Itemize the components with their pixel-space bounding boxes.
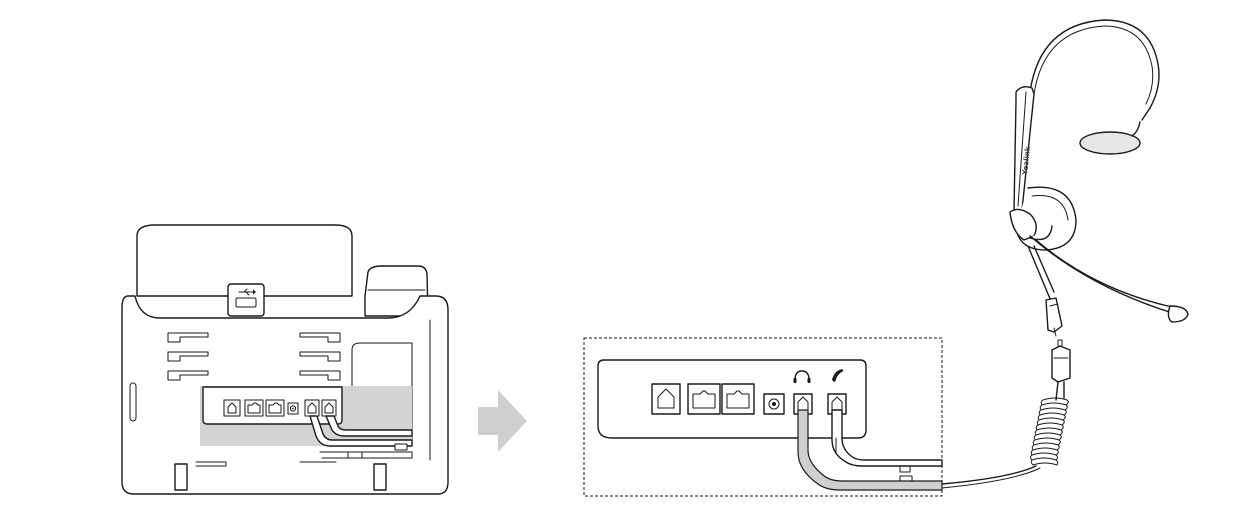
handset-icon [832,369,844,382]
headset-pad [1079,107,1151,155]
usb-port [227,283,265,317]
phone-foot-right [373,463,387,491]
headset: Yealink [941,19,1189,489]
qd-connector-top [1045,297,1063,333]
qd-connector-bottom [1051,345,1071,383]
side-slot [129,382,137,422]
usb-icon [238,288,256,296]
headset-band [1029,19,1160,109]
headset-cord-upper [1027,245,1053,309]
zoom-handset-cable [831,409,943,467]
coiled-cord [1030,397,1069,466]
port-bay [202,386,343,425]
phone-cables [309,415,413,459]
headset-cord-lower [941,465,1037,485]
headset-icon [794,370,810,381]
mount-slots-right [299,332,341,381]
phone-stand [136,224,353,297]
headset-brand-label: Yealink [1021,146,1032,176]
phone-back-view [121,224,449,495]
zoom-headset-cable [797,409,943,491]
mount-slots-left [167,332,209,381]
headset-mic [1167,305,1189,323]
arrow-right-icon [478,390,527,452]
phone-foot-left [174,463,188,491]
headset-speaker [1009,186,1077,251]
handset-cradle [364,265,429,317]
zoom-panel [583,337,943,497]
